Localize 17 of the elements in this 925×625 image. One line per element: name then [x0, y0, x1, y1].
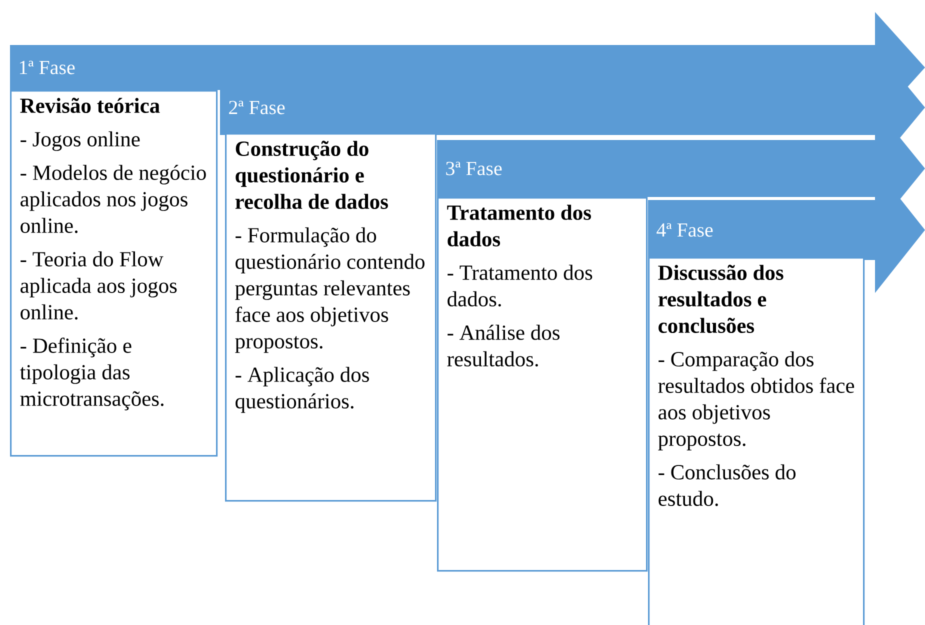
bullet-text: - Formulação do questionário contendo perguntas relevantes face aos objetivos propostos. — [235, 227, 424, 353]
bullet-text: - Conclusões do estudo. — [658, 464, 796, 506]
bullet-text: - Aplicação dos questionários. — [236, 366, 369, 413]
bullet-text: - Tratamento dos dados. — [448, 264, 592, 307]
phase-box — [10, 90, 218, 457]
node-label: 2ª Fase — [229, 100, 285, 114]
bullet-text: - Teoria do Flow aplicada aos jogos online. — [20, 251, 177, 320]
bullet-text: - Definição e tipologia das microtransações. — [20, 338, 164, 410]
box-heading: Revisão teórica — [20, 98, 160, 113]
bullet-text: - Jogos online — [20, 131, 140, 151]
node-label: 1ª Fase — [20, 60, 75, 74]
phase-box — [437, 197, 648, 572]
phase-box — [648, 257, 865, 625]
phase-box — [225, 133, 437, 502]
bullet-text: - Modelos de negócio aplicados nos jogos online. — [20, 164, 206, 234]
bullet-text: - Comparação dos resultados obtidos face aos objetivos propostos. — [658, 351, 854, 450]
bullet-text: - Análise dos resultados. — [447, 324, 560, 367]
